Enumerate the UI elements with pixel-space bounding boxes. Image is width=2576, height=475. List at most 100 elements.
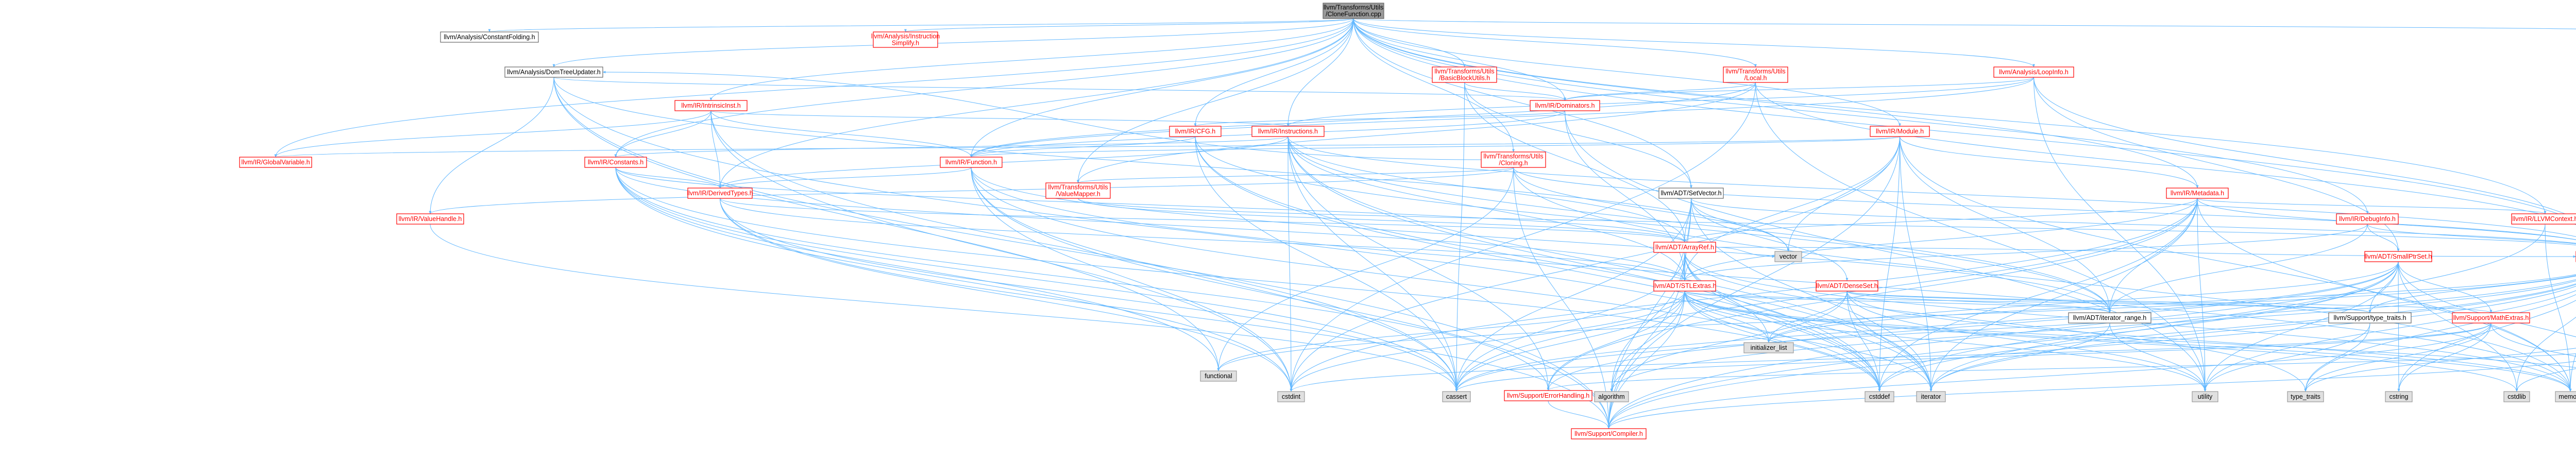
edge-SmallVector-to-type_traits — [2304, 294, 2576, 392]
edge-LoopInfo-to-utility — [2033, 77, 2207, 392]
node-SmallPtrSet[interactable]: llvm/ADT/SmallPtrSet.h — [2364, 251, 2432, 262]
node-Function[interactable]: llvm/IR/Function.h — [940, 157, 1003, 168]
node-memory: memory — [2555, 391, 2576, 402]
edge-DenseSet-to-memory — [1846, 291, 2572, 392]
edge-root-to-SmallVector — [1353, 18, 2576, 222]
edge-DenseSet-to-cstddef — [1846, 291, 1881, 392]
node-label: llvm/IR/GlobalVariable.h — [241, 159, 310, 166]
node-iterator_range[interactable]: llvm/ADT/iterator_range.h — [2068, 312, 2151, 324]
edge-Function-to-memory — [971, 167, 2572, 392]
node-Metadata[interactable]: llvm/IR/Metadata.h — [2166, 188, 2229, 199]
node-functional: functional — [1200, 370, 1237, 382]
node-box — [674, 100, 748, 111]
node-LoopInfo[interactable]: llvm/Analysis/LoopInfo.h — [1993, 66, 2074, 78]
edge-SetVector-to-Compiler — [1607, 198, 1691, 429]
node-box — [2452, 312, 2530, 324]
node-label: llvm/IR/IntrinsicInst.h — [681, 102, 740, 109]
edge-DomTreeUpdater-to-Dominators — [553, 77, 1566, 101]
node-label: /BasicBlockUtils.h — [1439, 75, 1490, 82]
node-ConstantFolding[interactable]: llvm/Analysis/ConstantFolding.h — [440, 31, 539, 43]
edge-Instructions-to-cassert — [1287, 136, 1458, 392]
edge-Constants-to-STLExtras — [615, 167, 1686, 281]
edge-root-to-Instructions — [1286, 18, 1354, 127]
node-LLVMContext[interactable]: llvm/IR/LLVMContext.h — [2511, 213, 2576, 225]
edge-Local-to-Dominators — [1564, 82, 1756, 101]
node-type_traits: type_traits — [2287, 391, 2324, 402]
node-Instructions[interactable]: llvm/IR/Instructions.h — [1251, 126, 1325, 137]
node-box — [1865, 391, 1894, 402]
node-box — [2503, 391, 2530, 402]
edge-Constants-to-ErrorHandling — [615, 167, 1550, 391]
edge-DebugInfo-to-SmallPtrSet — [2367, 224, 2400, 252]
edge-STLExtras-to-iterator — [1684, 291, 1933, 392]
node-box — [2385, 391, 2413, 402]
node-BasicBlockUtils[interactable]: llvm/Transforms/Utils/BasicBlockUtils.h — [1432, 66, 1497, 83]
node-ValueMapper[interactable]: llvm/Transforms/Utils/ValueMapper.h — [1045, 182, 1111, 199]
edge-MathExtras-to-cstring — [2397, 323, 2492, 392]
node-STLExtras[interactable]: llvm/ADT/STLExtras.h — [1653, 280, 1717, 292]
node-CFG[interactable]: llvm/IR/CFG.h — [1169, 126, 1222, 137]
node-root[interactable]: llvm/Transforms/Utils/CloneFunction.cpp — [1323, 3, 1384, 19]
edge-Dominators-to-utility — [1565, 110, 2207, 392]
edge-Constants-to-ArrayRef — [615, 167, 1686, 243]
node-DebugInfo[interactable]: llvm/IR/DebugInfo.h — [2336, 213, 2399, 225]
edge-STLExtras-to-Compiler — [1607, 291, 1685, 429]
edge-Module-to-cstdint — [1290, 136, 1900, 392]
edge-type_traits_h-to-utility — [2204, 323, 2370, 392]
node-ErrorHandling[interactable]: llvm/Support/ErrorHandling.h — [1504, 390, 1592, 401]
node-label: llvm/Analysis/DomTreeUpdater.h — [507, 69, 601, 76]
node-label: llvm/IR/ValueHandle.h — [399, 215, 462, 223]
node-DomTreeUpdater[interactable]: llvm/Analysis/DomTreeUpdater.h — [504, 66, 603, 78]
edge-Metadata-to-cstddef — [1878, 198, 2198, 392]
edge-Function-to-cassert — [971, 167, 1458, 392]
node-SmallVector[interactable]: llvm/ADT/SmallVector.h — [2575, 251, 2576, 262]
node-box — [1481, 151, 1546, 168]
edge-MemAlloc-to-cstdlib — [2515, 368, 2576, 392]
node-DenseSet[interactable]: llvm/ADT/DenseSet.h — [1816, 280, 1878, 292]
node-Compiler[interactable]: llvm/Support/Compiler.h — [1571, 428, 1647, 439]
node-ValueHandle[interactable]: llvm/IR/ValueHandle.h — [396, 213, 464, 225]
node-type_traits_h[interactable]: llvm/Support/type_traits.h — [2328, 312, 2412, 324]
edge-IntrinsicInst-to-Instructions — [710, 110, 1289, 127]
node-box — [584, 157, 647, 168]
edge-ErrorHandling-to-Compiler — [1548, 400, 1610, 429]
node-Dominators[interactable]: llvm/IR/Dominators.h — [1530, 100, 1600, 111]
edge-STLExtras-to-functional — [1217, 291, 1685, 371]
node-cstddef: cstddef — [1865, 391, 1894, 402]
edge-SmallVector-to-utility — [2204, 290, 2576, 392]
node-GlobalVariable[interactable]: llvm/IR/GlobalVariable.h — [239, 157, 312, 168]
node-label: llvm/IR/Metadata.h — [2171, 190, 2224, 197]
node-box — [1916, 391, 1946, 402]
node-cassert: cassert — [1442, 391, 1471, 402]
edge-IntrinsicInst-to-Function — [710, 110, 973, 158]
edge-SmallPtrSet-to-initializer_list — [1767, 261, 2399, 343]
edge-DomTreeUpdater-to-Compiler — [553, 77, 1610, 429]
node-box — [1504, 390, 1592, 401]
node-cstdint: cstdint — [1277, 391, 1305, 402]
node-Cloning[interactable]: llvm/Transforms/Utils/Cloning.h — [1481, 151, 1546, 168]
node-Module[interactable]: llvm/IR/Module.h — [1870, 126, 1930, 137]
node-ArrayRef[interactable]: llvm/ADT/ArrayRef.h — [1653, 242, 1716, 253]
edge-ArrayRef-to-SmallVector — [1715, 247, 2576, 258]
node-label: llvm/Transforms/Utils — [1725, 68, 1785, 75]
edge-type_traits_h-to-type_traits — [2304, 323, 2370, 392]
edge-LLVMContext-to-memory — [2545, 224, 2572, 392]
node-SetVector[interactable]: llvm/ADT/SetVector.h — [1658, 188, 1724, 199]
node-MathExtras[interactable]: llvm/Support/MathExtras.h — [2452, 312, 2530, 324]
edge-root-to-DerivedTypes — [719, 18, 1354, 189]
node-box — [1277, 391, 1305, 402]
edge-ArrayRef-to-cassert — [1455, 252, 1685, 392]
node-Constants[interactable]: llvm/IR/Constants.h — [584, 157, 647, 168]
edge-Cloning-to-DomTreeUpdater — [602, 71, 1482, 160]
edge-Function-to-cstdint — [971, 167, 1293, 392]
node-DerivedTypes[interactable]: llvm/IR/DerivedTypes.h — [687, 188, 753, 199]
node-label: llvm/IR/Module.h — [1876, 128, 1924, 135]
edge-DerivedTypes-to-ArrayRef — [720, 198, 1686, 243]
edge-Cloning-to-Compiler — [1513, 167, 1610, 429]
edge-DenseSet-to-iterator — [1846, 291, 1933, 392]
node-Local[interactable]: llvm/Transforms/Utils/Local.h — [1723, 66, 1788, 83]
node-IntrinsicInst[interactable]: llvm/IR/IntrinsicInst.h — [674, 100, 748, 111]
node-label: iterator — [1921, 393, 1941, 400]
edge-Instructions-to-STLExtras — [1287, 136, 1686, 281]
